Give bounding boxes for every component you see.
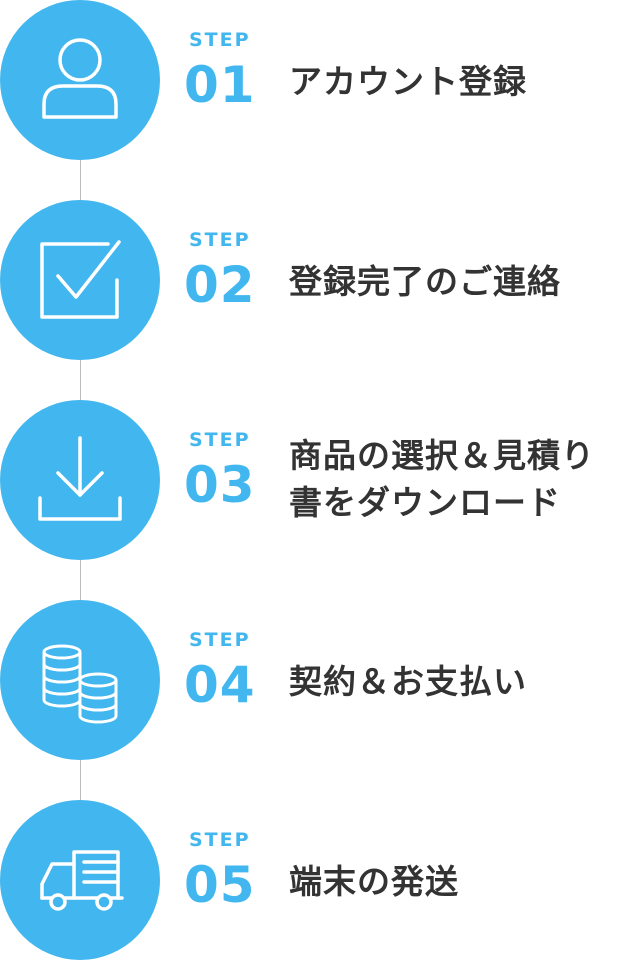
step-2-number: 02 xyxy=(184,256,256,314)
step-4-title: 契約＆お支払い xyxy=(289,658,634,705)
connector-line-4-5 xyxy=(80,760,81,800)
step-1-title: アカウント登録 xyxy=(289,58,634,105)
step-1-circle xyxy=(0,0,160,160)
step-5-circle xyxy=(0,800,160,960)
step-5-step-label: STEP xyxy=(189,829,251,851)
step-5-title: 端末の発送 xyxy=(289,858,634,905)
checkbox-icon xyxy=(40,240,121,319)
step-2-title-line-1: 登録完了のご連絡 xyxy=(289,262,561,301)
person-icon xyxy=(42,38,118,119)
step-3-step-label: STEP xyxy=(189,429,251,451)
step-1-number: 01 xyxy=(184,56,256,114)
step-5: STEP 05 端末の発送 xyxy=(0,800,639,960)
step-1-title-line-1: アカウント登録 xyxy=(289,62,527,101)
step-4-step-label: STEP xyxy=(189,629,251,651)
step-4-circle xyxy=(0,600,160,760)
step-4: STEP 04 契約＆お支払い xyxy=(0,600,639,760)
connector-line-2-3 xyxy=(80,360,81,400)
step-3-number: 03 xyxy=(184,456,256,514)
step-5-number: 05 xyxy=(184,856,256,914)
step-3-title-line-2: 書をダウンロード xyxy=(289,483,561,522)
download-icon xyxy=(38,436,122,521)
step-3: STEP 03 商品の選択＆見積り 書をダウンロード xyxy=(0,400,639,560)
step-2-step-label: STEP xyxy=(189,229,251,251)
step-4-number: 04 xyxy=(184,656,256,714)
step-2-circle xyxy=(0,200,160,360)
step-2-title: 登録完了のご連絡 xyxy=(289,258,634,305)
step-3-title-line-1: 商品の選択＆見積り xyxy=(289,436,595,475)
coins-icon xyxy=(42,644,118,724)
truck-icon xyxy=(40,850,124,911)
step-4-title-line-1: 契約＆お支払い xyxy=(289,662,527,701)
connector-line-3-4 xyxy=(80,560,81,600)
step-1: STEP 01 アカウント登録 xyxy=(0,0,639,160)
step-3-circle xyxy=(0,400,160,560)
step-2: STEP 02 登録完了のご連絡 xyxy=(0,200,639,360)
step-5-title-line-1: 端末の発送 xyxy=(289,862,459,901)
connector-line-1-2 xyxy=(80,160,81,200)
step-3-title: 商品の選択＆見積り 書をダウンロード xyxy=(289,432,634,526)
step-1-step-label: STEP xyxy=(189,29,251,51)
